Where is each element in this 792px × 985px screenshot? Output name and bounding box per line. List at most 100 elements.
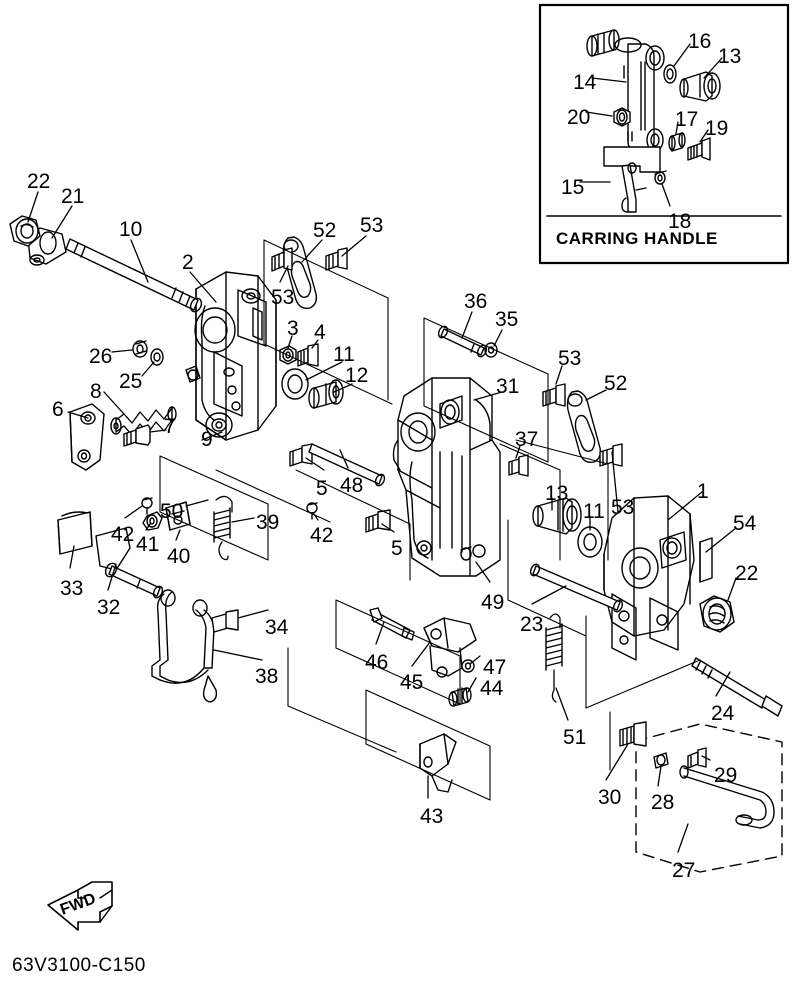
callout-number-1: 1 bbox=[697, 480, 709, 503]
part-nut-22 bbox=[9, 215, 41, 247]
part-nut-47 bbox=[461, 659, 475, 673]
part-bolt-53-c bbox=[542, 383, 566, 407]
callout-number-9: 9 bbox=[201, 428, 213, 451]
part-clamp-bracket-right-1 bbox=[603, 495, 695, 661]
assembly-guide-lines bbox=[159, 239, 701, 801]
part-bracket-45 bbox=[423, 617, 477, 678]
part-bolt-5-left bbox=[289, 443, 313, 467]
callout-number-47: 47 bbox=[483, 656, 507, 679]
inset-bush-upper bbox=[586, 29, 620, 57]
part-shim-54 bbox=[699, 537, 713, 583]
part-swivel-bracket-31 bbox=[392, 377, 501, 577]
inset-callout-number-14: 14 bbox=[573, 71, 597, 94]
inset-collar-17 bbox=[668, 132, 686, 152]
callout-number-42: 42 bbox=[111, 523, 135, 546]
part-washer-11-right bbox=[577, 526, 603, 558]
part-nut-41 bbox=[142, 511, 163, 531]
callout-number-50: 50 bbox=[160, 500, 184, 523]
part-washer-35 bbox=[484, 342, 498, 358]
inset-bolt-19 bbox=[687, 137, 711, 161]
callout-number-7: 7 bbox=[164, 415, 176, 438]
part-lever-6 bbox=[69, 403, 105, 471]
callout-number-51: 51 bbox=[563, 726, 587, 749]
part-clamp-bracket-left-2 bbox=[185, 271, 277, 441]
callout-number-30: 30 bbox=[598, 786, 622, 809]
part-bush-12 bbox=[308, 379, 344, 409]
part-pin-36 bbox=[437, 325, 488, 358]
callout-number-42: 42 bbox=[310, 524, 334, 547]
inset-oring-16 bbox=[663, 64, 677, 84]
part-bolt-46 bbox=[369, 607, 415, 641]
part-bush-13-right bbox=[532, 497, 582, 535]
callout-number-40: 40 bbox=[167, 545, 191, 568]
callout-number-23: 23 bbox=[520, 613, 544, 636]
callout-number-41: 41 bbox=[136, 533, 160, 556]
fwd-arrow-icon bbox=[47, 881, 113, 931]
callout-number-3: 3 bbox=[287, 317, 299, 340]
callout-number-24: 24 bbox=[711, 702, 735, 725]
inset-handle-arm bbox=[614, 37, 665, 152]
callout-number-5: 5 bbox=[391, 537, 403, 560]
part-bolt-29 bbox=[687, 747, 707, 769]
callout-number-54: 54 bbox=[733, 512, 757, 535]
part-nut-22-right bbox=[699, 595, 735, 633]
part-washer-26 bbox=[132, 340, 148, 358]
callout-number-53: 53 bbox=[271, 286, 295, 309]
callout-number-28: 28 bbox=[651, 791, 675, 814]
part-grip-33 bbox=[57, 511, 93, 555]
callout-number-53: 53 bbox=[360, 214, 384, 237]
part-bolt-34 bbox=[211, 609, 239, 633]
part-clip-28 bbox=[653, 752, 669, 769]
callout-number-48: 48 bbox=[340, 474, 364, 497]
inset-callout-number-13: 13 bbox=[718, 45, 742, 68]
part-bolt-4 bbox=[297, 343, 319, 367]
callout-number-21: 21 bbox=[61, 185, 85, 208]
callout-number-35: 35 bbox=[495, 308, 519, 331]
callout-number-27: 27 bbox=[672, 859, 696, 882]
callout-number-36: 36 bbox=[464, 290, 488, 313]
part-bolt-37 bbox=[508, 454, 529, 477]
inset-callout-number-19: 19 bbox=[705, 117, 729, 140]
callout-number-13: 13 bbox=[545, 482, 569, 505]
inset-pin-18 bbox=[654, 170, 667, 185]
callout-number-22: 22 bbox=[735, 562, 759, 585]
part-bolt-53-b bbox=[325, 247, 348, 271]
callout-number-8: 8 bbox=[90, 380, 102, 403]
part-stand-38 bbox=[151, 589, 218, 703]
callout-number-44: 44 bbox=[480, 677, 504, 700]
inset-callout-number-17: 17 bbox=[675, 108, 699, 131]
callout-number-25: 25 bbox=[119, 370, 143, 393]
callout-number-34: 34 bbox=[265, 616, 289, 639]
part-bolt-53-a bbox=[271, 247, 293, 272]
part-washer-9 bbox=[205, 412, 233, 438]
callout-number-45: 45 bbox=[400, 671, 424, 694]
callout-number-26: 26 bbox=[89, 345, 113, 368]
part-bolt-24 bbox=[691, 657, 783, 717]
inset-leader-lines bbox=[579, 43, 723, 207]
callout-number-49: 49 bbox=[481, 591, 505, 614]
part-collar-25 bbox=[150, 348, 164, 366]
callout-number-12: 12 bbox=[345, 364, 369, 387]
callout-number-53: 53 bbox=[611, 496, 635, 519]
part-clip-49 bbox=[460, 546, 472, 561]
callout-number-53: 53 bbox=[558, 347, 582, 370]
callout-number-5: 5 bbox=[316, 477, 328, 500]
inset-bush-13 bbox=[679, 71, 721, 102]
callout-number-11: 11 bbox=[583, 500, 605, 523]
part-spring-51 bbox=[545, 613, 563, 703]
part-bolt-7 bbox=[123, 424, 151, 447]
callout-number-2: 2 bbox=[182, 251, 194, 274]
callout-number-52: 52 bbox=[604, 372, 628, 395]
callout-number-6: 6 bbox=[52, 398, 64, 421]
callout-number-11: 11 bbox=[333, 343, 355, 366]
callout-number-4: 4 bbox=[314, 321, 326, 344]
part-link-32 bbox=[95, 527, 164, 599]
inset-callout-number-20: 20 bbox=[567, 106, 591, 129]
callout-number-43: 43 bbox=[420, 805, 444, 828]
inset-callout-number-18: 18 bbox=[668, 210, 692, 233]
part-bolt-30 bbox=[619, 721, 647, 747]
part-screw-42-left bbox=[141, 497, 153, 515]
callout-number-46: 46 bbox=[365, 651, 389, 674]
